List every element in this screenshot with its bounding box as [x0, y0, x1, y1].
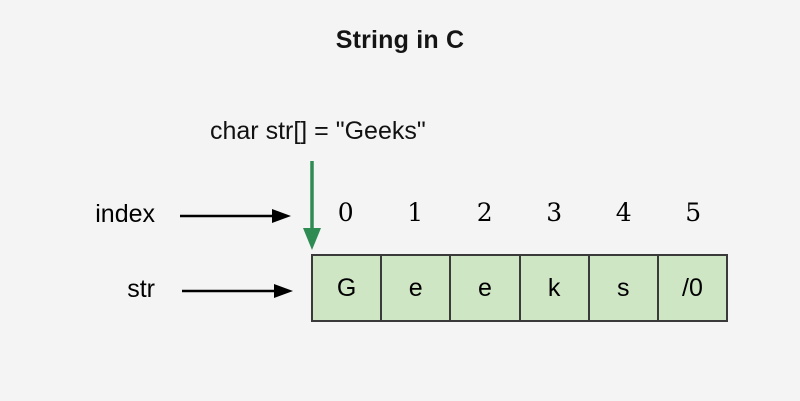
str-row-label: str — [127, 275, 155, 303]
array-cell: /0 — [658, 256, 727, 320]
index-pointer-arrow — [180, 209, 291, 223]
string-array-table: G e e k s /0 — [311, 254, 728, 322]
green-pointer-arrow — [303, 161, 321, 250]
page-title: String in C — [335, 26, 465, 54]
str-arrow-head — [274, 284, 293, 298]
index-number: 4 — [615, 198, 632, 227]
array-cell: e — [451, 256, 521, 320]
green-arrow-head — [303, 228, 321, 250]
declaration-label: char str[] = "Geeks" — [210, 117, 426, 145]
array-cell: s — [589, 256, 659, 320]
array-cell: G — [313, 256, 383, 320]
index-row-label: index — [95, 200, 155, 228]
index-number: 2 — [476, 198, 493, 227]
index-number: 1 — [407, 198, 424, 227]
index-number: 3 — [546, 198, 563, 227]
str-pointer-arrow — [182, 284, 293, 298]
index-number-row: 0 1 2 3 4 5 — [311, 198, 728, 228]
array-cell: e — [382, 256, 452, 320]
index-arrow-head — [272, 209, 291, 223]
array-cell: k — [520, 256, 590, 320]
index-number: 5 — [685, 198, 702, 227]
index-number: 0 — [337, 198, 354, 227]
